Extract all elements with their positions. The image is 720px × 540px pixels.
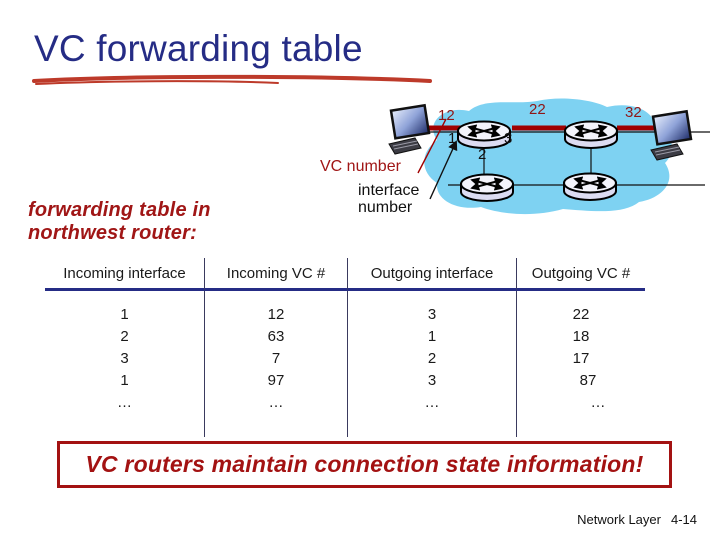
page-title: VC forwarding table: [34, 28, 363, 69]
table-column-incoming-interface: 1 2 3 1 …: [45, 291, 205, 437]
forwarding-table: Incoming interface Incoming VC # Outgoin…: [45, 258, 645, 437]
router-icon-southeast: [563, 172, 617, 201]
table-cell: 87: [579, 372, 597, 389]
table-cell: 1: [120, 372, 129, 389]
table-cell: …: [424, 394, 440, 411]
table-cell: 7: [271, 350, 281, 367]
column-header-outgoing-interface: Outgoing interface: [348, 258, 517, 291]
table-cell: …: [268, 394, 284, 411]
table-cell: 12: [267, 306, 285, 323]
slide-footer: Network Layer 4-14: [577, 512, 697, 527]
computer-icon-left: [388, 103, 431, 155]
network-diagram: [388, 98, 710, 215]
table-cell: 18: [572, 328, 590, 345]
table-cell: 17: [572, 350, 590, 367]
column-header-outgoing-vc: Outgoing VC #: [517, 258, 645, 291]
caption-forwarding-table: forwarding table in northwest router:: [28, 199, 211, 245]
table-cell: 2: [120, 328, 129, 345]
interface-number-label-line2: number: [358, 199, 413, 216]
router-icon-northeast: [564, 120, 618, 149]
table-column-incoming-vc: 12 63 7 97 …: [205, 291, 348, 437]
caption-line2: northwest router:: [28, 222, 197, 244]
statement-text: VC routers maintain connection state inf…: [85, 451, 644, 477]
footer-label: Network Layer: [577, 512, 661, 527]
vc-number-pointer-line: [417, 118, 447, 174]
interface-number-pointer-arrow: [429, 140, 458, 200]
table-cell: 1: [120, 306, 129, 323]
caption-line1: forwarding table in: [28, 199, 211, 221]
table-cell: 3: [427, 306, 437, 323]
table-cell: 63: [267, 328, 285, 345]
table-cell: 1: [427, 328, 437, 345]
computer-icon-right: [650, 109, 693, 161]
statement-box: VC routers maintain connection state inf…: [57, 441, 672, 488]
table-column-outgoing-interface: 3 1 2 3 …: [348, 291, 517, 437]
table-cell: 3: [120, 350, 129, 367]
vc-label-12: 12: [438, 107, 455, 124]
title-underline-stroke: [32, 74, 432, 85]
table-cell: 3: [427, 372, 437, 389]
interface-label-1: 1: [448, 130, 457, 147]
router-icon-southwest: [460, 173, 514, 202]
interface-number-label: interface number: [358, 182, 419, 216]
interface-number-label-line1: interface: [358, 182, 420, 199]
interface-label-3: 3: [504, 130, 513, 147]
table-cell: 2: [427, 350, 437, 367]
table-cell: …: [590, 394, 606, 411]
table-cell: 22: [572, 306, 590, 323]
interface-label-2: 2: [478, 146, 487, 163]
column-header-incoming-vc: Incoming VC #: [205, 258, 348, 291]
table-cell: 97: [267, 372, 285, 389]
router-icon-northwest: [457, 120, 511, 149]
vc-label-22: 22: [529, 101, 546, 118]
footer-page-number: 4-14: [670, 512, 697, 527]
table-column-outgoing-vc: 22 18 17 87 …: [517, 291, 645, 437]
column-header-incoming-interface: Incoming interface: [45, 258, 205, 291]
vc-label-32: 32: [625, 104, 642, 121]
table-cell: …: [117, 394, 132, 411]
vc-number-label: VC number: [320, 158, 401, 175]
